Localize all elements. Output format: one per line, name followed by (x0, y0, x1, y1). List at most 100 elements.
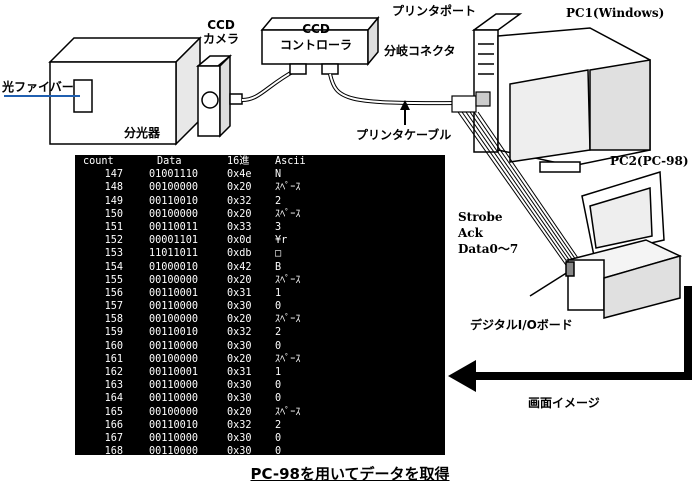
row-data: 00110001 (149, 287, 199, 299)
row-data: 00110000 (149, 380, 199, 392)
terminal-row: 162 00110001 0x31 1 (75, 366, 445, 379)
row-ascii: □ (275, 248, 282, 260)
row-ascii: 2 (275, 327, 282, 339)
ccd-controller (260, 15, 380, 75)
row-hex: 0x20 (227, 208, 252, 220)
ccd-controller-label-2: コントローラ (279, 38, 352, 52)
row-hex: 0x4e (227, 169, 252, 181)
row-count: 161 (104, 353, 123, 365)
row-hex: 0x42 (227, 261, 252, 273)
row-ascii: ｽﾍﾟｰｽ (275, 353, 301, 365)
row-ascii: 2 (275, 195, 282, 207)
pc2-label: PC2(PC-98) (610, 154, 689, 168)
row-count: 153 (104, 248, 123, 260)
ccd-camera-label-2: カメラ (202, 32, 239, 46)
row-hex: 0x31 (227, 287, 252, 299)
row-data: 00001101 (149, 235, 199, 247)
row-data: 00110000 (149, 446, 199, 455)
row-count: 149 (104, 195, 123, 207)
row-hex: 0x20 (227, 406, 252, 418)
row-hex: 0xdb (227, 248, 252, 260)
branch-connector-label: 分岐コネクタ (384, 44, 456, 58)
row-count: 162 (104, 367, 123, 378)
row-data: 00110000 (149, 301, 199, 313)
row-count: 163 (104, 380, 123, 392)
printer-port-label: プリンタポート (392, 4, 477, 18)
screen-image-arrow (448, 286, 692, 392)
pc2-monitor (581, 171, 665, 257)
row-ascii: B (275, 261, 282, 273)
terminal-header-row: count Data 16進 Ascii (75, 155, 445, 168)
row-ascii: ｽﾍﾟｰｽ (275, 314, 301, 326)
row-hex: 0x20 (227, 314, 252, 326)
row-hex: 0x30 (227, 432, 252, 444)
row-hex: 0x32 (227, 195, 252, 207)
row-count: 165 (104, 406, 123, 418)
row-ascii: 0 (275, 393, 282, 405)
row-data: 00110001 (149, 367, 199, 378)
ccd-camera-label-1: CCD (207, 18, 235, 32)
row-count: 166 (104, 419, 123, 431)
screen-image-label: 画面イメージ (528, 396, 600, 410)
row-ascii: 3 (275, 221, 282, 233)
spectrometer-label: 分光器 (124, 126, 161, 140)
optical-fiber-label: 光ファイバー (2, 80, 74, 94)
ack-label: Ack (458, 226, 483, 240)
row-data: 00100000 (149, 314, 199, 326)
header-hex: 16進 (227, 156, 250, 167)
row-data: 00100000 (149, 353, 199, 365)
row-ascii: 0 (275, 432, 282, 444)
row-hex: 0x33 (227, 221, 252, 233)
row-hex: 0x30 (227, 393, 252, 405)
row-hex: 0x30 (227, 446, 252, 455)
ribbon-cable (457, 111, 579, 269)
row-hex: 0x32 (227, 419, 252, 431)
row-ascii: ｽﾍﾟｰｽ (275, 406, 301, 418)
row-count: 150 (104, 208, 123, 220)
ccd-camera (195, 54, 243, 138)
row-ascii: 0 (275, 340, 282, 352)
row-ascii: 1 (275, 367, 282, 378)
pc2-base (565, 239, 683, 319)
row-hex: 0x20 (227, 353, 252, 365)
row-count: 164 (104, 393, 123, 405)
row-data: 00110000 (149, 432, 199, 444)
figure-caption: PC-98を用いてデータを取得 (250, 465, 450, 483)
row-data: 00100000 (149, 182, 199, 194)
spectrometer (48, 36, 202, 146)
row-ascii: 1 (275, 287, 282, 299)
row-hex: 0x20 (227, 182, 252, 194)
data-lines-label: Data0～7 (458, 242, 519, 256)
row-ascii: ¥r (275, 235, 288, 247)
row-count: 151 (104, 221, 123, 233)
row-data: 00110010 (149, 327, 199, 339)
row-hex: 0x31 (227, 367, 252, 378)
printer-cable (328, 73, 459, 106)
printer-cable-label: プリンタケーブル (356, 128, 452, 142)
row-ascii: 0 (275, 301, 282, 313)
row-data: 01001110 (149, 169, 199, 181)
row-hex: 0x32 (227, 327, 252, 339)
row-data: 00110000 (149, 393, 199, 405)
strobe-label: Strobe (458, 210, 503, 224)
row-data: 00110010 (149, 195, 199, 207)
row-count: 156 (104, 287, 123, 299)
row-data: 00100000 (149, 274, 199, 286)
row-hex: 0x0d (227, 235, 252, 247)
pc1-label: PC1(Windows) (566, 6, 665, 20)
row-ascii: 0 (275, 446, 282, 455)
header-ascii: Ascii (275, 156, 306, 167)
